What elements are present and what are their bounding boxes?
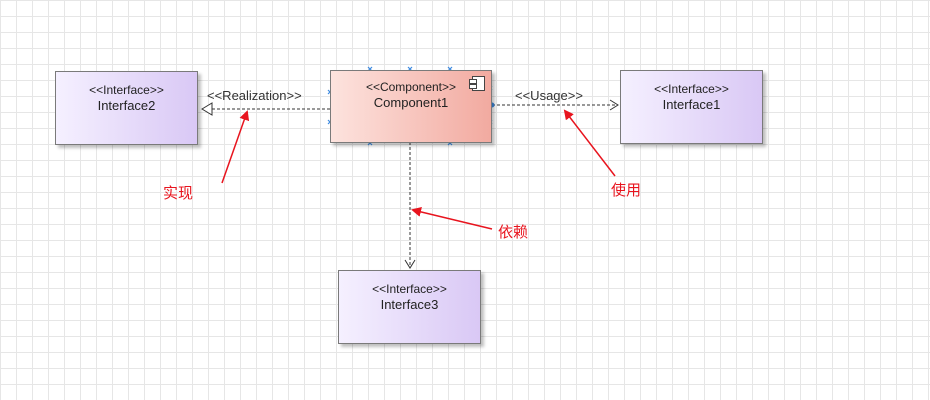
interface1-node[interactable]: <<Interface>> Interface1 [620, 70, 763, 144]
usage-label: <<Usage>> [515, 88, 583, 103]
interface3-name: Interface3 [380, 297, 439, 312]
interface3-stereotype: <<Interface>> [372, 282, 447, 296]
dependency-note-arrow [411, 207, 493, 230]
component1-node[interactable]: <<Component>> Component1 [330, 70, 492, 143]
component1-stereotype: <<Component>> [365, 80, 457, 94]
realization-arrowhead [201, 102, 213, 116]
realization-note: 实现 [163, 185, 194, 202]
interface2-name: Interface2 [97, 98, 156, 113]
usage-arrowhead [609, 99, 619, 111]
component1-name: Component1 [373, 95, 449, 110]
usage-note: 使用 [611, 182, 642, 199]
realization-connector[interactable] [201, 102, 330, 116]
realization-label: <<Realization>> [207, 88, 302, 103]
dependency-arrowhead [404, 259, 416, 269]
interface3-node[interactable]: <<Interface>> Interface3 [338, 270, 481, 344]
dependency-note: 依赖 [498, 224, 529, 241]
interface2-node[interactable]: <<Interface>> Interface2 [55, 71, 198, 145]
realization-note-arrow [221, 110, 250, 184]
interface2-stereotype: <<Interface>> [89, 83, 164, 97]
component-icon [469, 76, 485, 91]
interface1-stereotype: <<Interface>> [654, 82, 729, 96]
interface1-name: Interface1 [662, 97, 721, 112]
dependency-connector[interactable] [404, 142, 416, 269]
usage-connector[interactable] [492, 99, 619, 111]
usage-note-arrow [563, 109, 616, 177]
